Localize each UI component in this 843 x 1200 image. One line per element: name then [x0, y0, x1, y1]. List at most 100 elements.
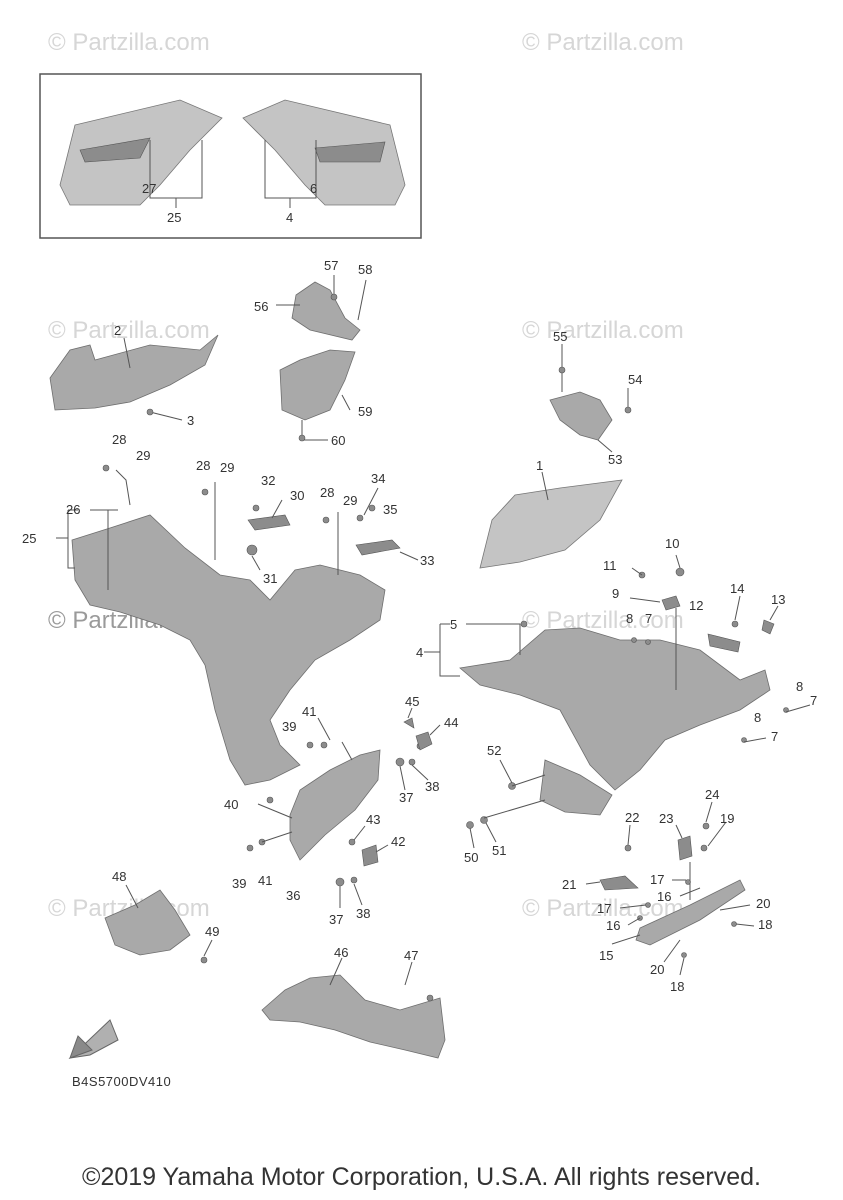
part-4-right-side-cowling[interactable]: 4 5 10 11 9 8 7 12 14 13 8 7 8 7 — [416, 536, 817, 865]
diagram-code: B4S5700DV410 — [72, 1074, 172, 1089]
watermark: © Partzilla.com — [48, 317, 210, 344]
callout-20: 20 — [756, 896, 770, 911]
watermark: © Partzilla.com — [522, 317, 684, 344]
callout-7: 7 — [645, 611, 652, 626]
callout-23: 23 — [659, 811, 673, 826]
callout-8: 8 — [796, 679, 803, 694]
callout-25: 25 — [167, 210, 181, 225]
watermark: © Partzilla.com — [522, 895, 684, 922]
callout-17: 17 — [597, 901, 611, 916]
callout-19: 19 — [720, 811, 734, 826]
callout-41: 41 — [258, 873, 272, 888]
part-2-left-upper-cowl[interactable]: 2 3 — [49, 323, 219, 428]
callout-29: 29 — [220, 460, 234, 475]
callout-15: 15 — [599, 948, 613, 963]
watermark: © Partzilla.com — [522, 29, 684, 56]
callout-45: 45 — [405, 694, 419, 709]
callout-39: 39 — [232, 876, 246, 891]
callout-1: 1 — [536, 458, 543, 473]
callout-53: 53 — [608, 452, 622, 467]
callout-36: 36 — [286, 888, 300, 903]
callout-33: 33 — [420, 553, 434, 568]
callout-2: 2 — [114, 323, 121, 338]
callout-17: 17 — [650, 872, 664, 887]
callout-12: 12 — [689, 598, 703, 613]
part-48-inner-panel[interactable]: 48 49 — [104, 869, 219, 964]
callout-37: 37 — [329, 912, 343, 927]
part-15-24-lower-right[interactable]: 22 21 23 24 19 17 16 17 16 15 20 18 20 1… — [562, 787, 772, 994]
copyright-notice: ©2019 Yamaha Motor Corporation, U.S.A. A… — [82, 1163, 761, 1191]
callout-28: 28 — [196, 458, 210, 473]
callout-44: 44 — [444, 715, 458, 730]
callout-50: 50 — [464, 850, 478, 865]
callout-28: 28 — [320, 485, 334, 500]
callout-37: 37 — [399, 790, 413, 805]
callout-9: 9 — [612, 586, 619, 601]
callout-13: 13 — [771, 592, 785, 607]
callout-18: 18 — [758, 917, 772, 932]
callout-14: 14 — [730, 581, 744, 596]
part-1-windscreen[interactable]: 1 — [479, 458, 623, 569]
callout-20: 20 — [650, 962, 664, 977]
callout-24: 24 — [705, 787, 719, 802]
callout-43: 43 — [366, 812, 380, 827]
callout-21: 21 — [562, 877, 576, 892]
callout-54: 54 — [628, 372, 642, 387]
callout-60: 60 — [331, 433, 345, 448]
callout-6: 6 — [310, 181, 317, 196]
callout-47: 47 — [404, 948, 418, 963]
callout-57: 57 — [324, 258, 338, 273]
callout-39: 39 — [282, 719, 296, 734]
callout-56: 56 — [254, 299, 268, 314]
part-25-left-side-cowling[interactable]: 25 26 28 29 28 29 28 29 — [22, 432, 386, 786]
callout-4: 4 — [286, 210, 293, 225]
watermark: © Partzilla.com — [48, 29, 210, 56]
callout-3: 3 — [187, 413, 194, 428]
part-36-inner-lower-panel[interactable]: 41 39 45 44 37 38 40 39 41 36 43 42 37 3… — [224, 694, 458, 927]
callout-26: 26 — [66, 502, 80, 517]
callout-42: 42 — [391, 834, 405, 849]
callout-34: 34 — [371, 471, 385, 486]
callout-35: 35 — [383, 502, 397, 517]
front-direction-arrow-icon — [68, 1019, 119, 1059]
callout-16: 16 — [606, 918, 620, 933]
callout-51: 51 — [492, 843, 506, 858]
callout-29: 29 — [136, 448, 150, 463]
callout-48: 48 — [112, 869, 126, 884]
callout-18: 18 — [670, 979, 684, 994]
callout-5: 5 — [450, 617, 457, 632]
callout-52: 52 — [487, 743, 501, 758]
callout-59: 59 — [358, 404, 372, 419]
callout-55: 55 — [553, 329, 567, 344]
watermark-layer: © Partzilla.com © Partzilla.com © Partzi… — [48, 29, 684, 922]
part-53-right-inner-bracket[interactable]: 55 54 53 — [549, 329, 642, 467]
callout-49: 49 — [205, 924, 219, 939]
callout-4: 4 — [416, 645, 423, 660]
callout-10: 10 — [665, 536, 679, 551]
callout-11: 11 — [603, 558, 617, 573]
callout-38: 38 — [356, 906, 370, 921]
callout-28: 28 — [112, 432, 126, 447]
callout-27: 27 — [142, 181, 156, 196]
callout-25: 25 — [22, 531, 36, 546]
part-30-35-brackets[interactable]: 32 30 31 34 35 33 — [246, 471, 434, 586]
callout-31: 31 — [263, 571, 277, 586]
part-56-59-air-duct[interactable]: 56 57 58 59 60 — [254, 258, 372, 448]
callout-8: 8 — [754, 710, 761, 725]
callout-7: 7 — [771, 729, 778, 744]
callout-29: 29 — [343, 493, 357, 508]
callout-32: 32 — [261, 473, 275, 488]
callout-30: 30 — [290, 488, 304, 503]
callout-22: 22 — [625, 810, 639, 825]
callout-7: 7 — [810, 693, 817, 708]
callout-16: 16 — [657, 889, 671, 904]
part-46-under-cowl[interactable]: 46 47 — [261, 945, 446, 1059]
decal-inset-box: 27 25 6 4 — [39, 73, 422, 239]
callout-41: 41 — [302, 704, 316, 719]
callout-58: 58 — [358, 262, 372, 277]
callout-46: 46 — [334, 945, 348, 960]
callout-38: 38 — [425, 779, 439, 794]
callout-8: 8 — [626, 611, 633, 626]
callout-40: 40 — [224, 797, 238, 812]
